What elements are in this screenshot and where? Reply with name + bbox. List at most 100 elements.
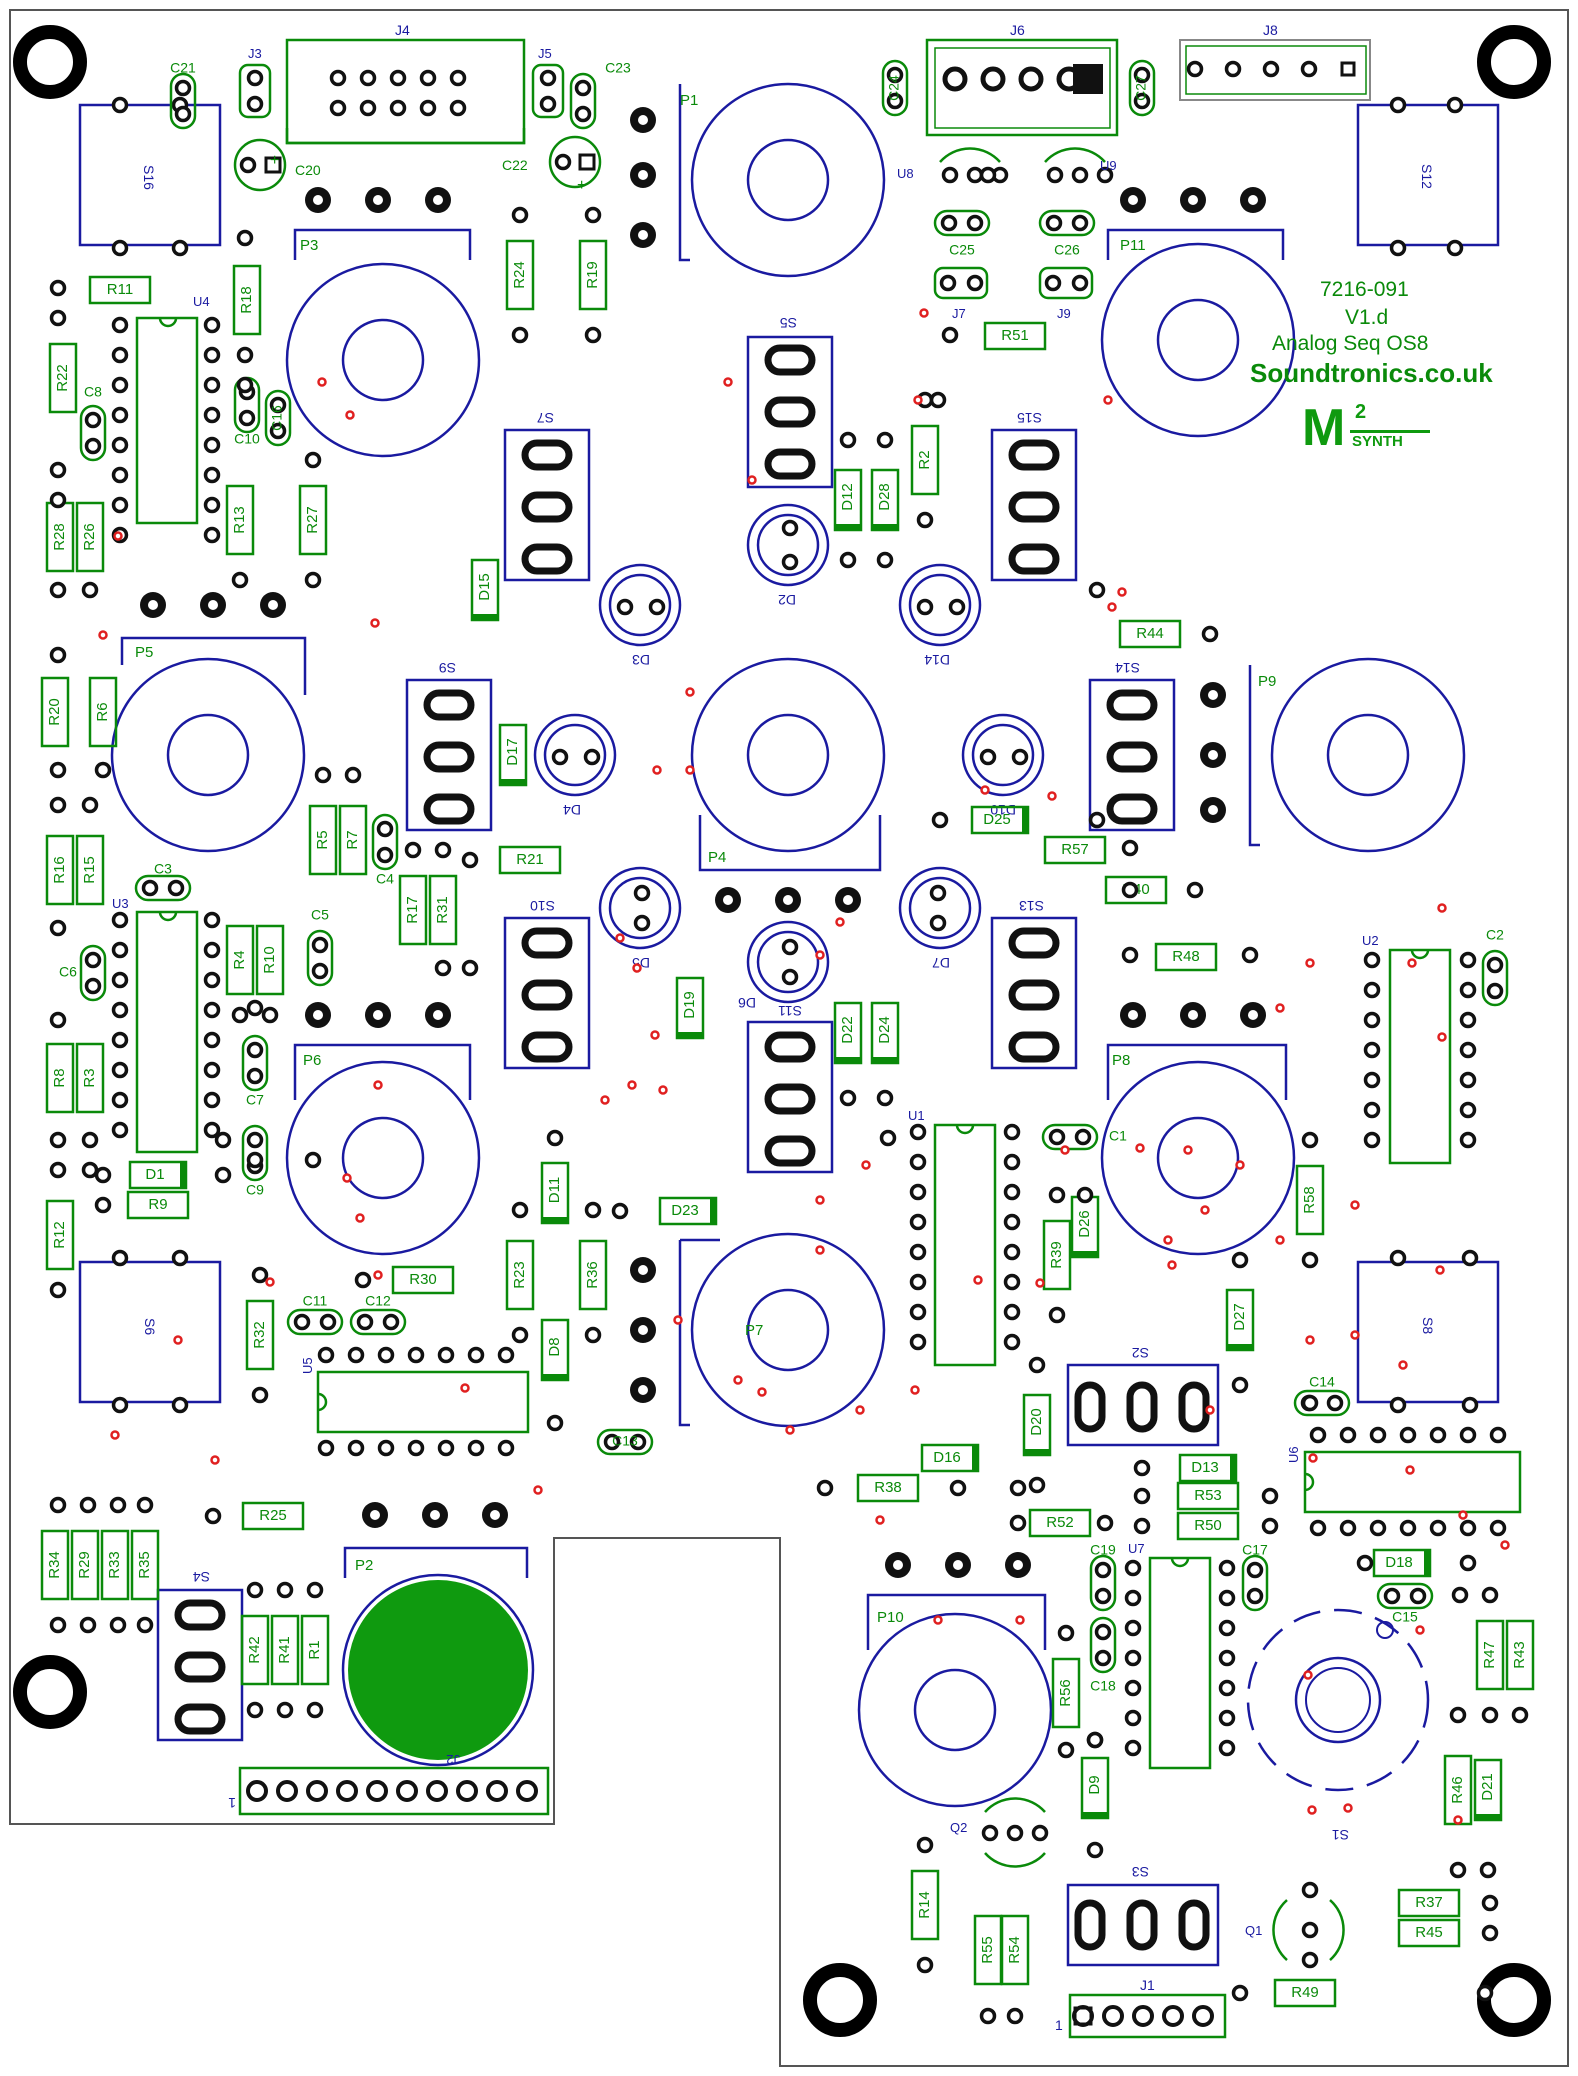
- capacitor-c2: C2: [1481, 927, 1509, 1007]
- svg-text:J6: J6: [1010, 22, 1025, 38]
- label-d13: D13: [1191, 1459, 1219, 1476]
- ic-u3: U3: [112, 896, 199, 1154]
- label-r21: R21: [516, 851, 544, 868]
- svg-text:U1: U1: [908, 1108, 925, 1123]
- diode-d9: D9: [1080, 1756, 1110, 1820]
- label-r15: R15: [81, 856, 98, 884]
- label-c9: C9: [246, 1182, 264, 1198]
- u9: U9: [1044, 147, 1117, 173]
- resistor-r1: R1: [300, 1614, 330, 1686]
- label-r35: R35: [136, 1551, 153, 1579]
- transistors: U8 U9 Q2 Q1: [897, 147, 1345, 1961]
- label-r45: R45: [1415, 1924, 1443, 1941]
- switch-s14: S14: [1088, 660, 1176, 832]
- capacitor-c19: C19: [1089, 1542, 1117, 1612]
- diode-d21: D21: [1473, 1758, 1503, 1822]
- pot-p6: P6: [285, 1043, 481, 1256]
- pot-p3: P3: [285, 228, 481, 458]
- label-c6: C6: [59, 964, 77, 980]
- capacitor-c11: C11: [286, 1293, 344, 1336]
- svg-text:P2: P2: [355, 1557, 373, 1574]
- label-d23: D23: [671, 1202, 699, 1219]
- capacitor-c17: C17: [1241, 1542, 1269, 1612]
- label-d26: D26: [1076, 1210, 1093, 1238]
- led-d4: D4: [533, 713, 617, 818]
- label-r51: R51: [1001, 327, 1029, 344]
- label-r4: R4: [231, 950, 248, 969]
- capacitor-c24: C24: [881, 59, 909, 117]
- resistor-r4: R4: [225, 924, 255, 996]
- diode-d19: D19: [675, 976, 705, 1040]
- switch-s8: S8: [1356, 1249, 1500, 1414]
- resistor-r55: R55: [973, 1914, 1003, 1986]
- leds: D2 D3 D14 D4 D10 D5 D7 D6: [533, 503, 1045, 1011]
- label-r50: R50: [1194, 1517, 1222, 1534]
- resistor-r46: R46: [1443, 1754, 1473, 1826]
- label-r38: R38: [874, 1479, 902, 1496]
- ic-u7: U7: [1128, 1541, 1212, 1770]
- resistor-r7: R7: [338, 804, 368, 876]
- pot-p11: P11: [1100, 228, 1296, 438]
- svg-text:U2: U2: [1362, 933, 1379, 948]
- svg-text:S16: S16: [141, 165, 157, 190]
- label-r14: R14: [916, 1891, 933, 1919]
- label-d8: D8: [546, 1337, 563, 1356]
- label-r36: R36: [584, 1261, 601, 1289]
- capacitor-c7: C7: [241, 1034, 269, 1108]
- label-c11: C11: [303, 1293, 328, 1309]
- board-outline: [9, 9, 1569, 2067]
- label-r19: R19: [584, 261, 601, 289]
- label-r18: R18: [238, 286, 255, 314]
- switch-s10: S10: [503, 898, 591, 1070]
- resistor-r18: R18: [232, 264, 262, 336]
- website: Soundtronics.co.uk: [1250, 358, 1493, 388]
- label-c18: C18: [1090, 1678, 1116, 1694]
- resistor-r57: R57: [1043, 835, 1107, 865]
- switch-s4: S4: [156, 1569, 244, 1742]
- connector-j2: 1 J2: [228, 1752, 550, 1816]
- svg-text:S14: S14: [1115, 660, 1140, 676]
- label-c27: C27: [1133, 75, 1149, 101]
- label-r37: R37: [1415, 1894, 1443, 1911]
- diode-d12: D12: [833, 468, 863, 532]
- label-c17: C17: [1242, 1542, 1268, 1558]
- resistor-r52: R52: [1028, 1508, 1092, 1538]
- label-r10: R10: [261, 946, 278, 974]
- capacitor-c6: C6: [59, 944, 107, 1002]
- version: V1.d: [1345, 306, 1388, 329]
- svg-text:D6: D6: [738, 995, 756, 1011]
- label-d9: D9: [1086, 1775, 1103, 1794]
- switch-s12: S12: [1356, 96, 1500, 257]
- capacitor-c18: C18: [1089, 1616, 1117, 1694]
- label-c3: C3: [154, 861, 172, 877]
- capacitor-c15: C15: [1376, 1582, 1434, 1625]
- label-d17: D17: [504, 738, 521, 766]
- label-r7: R7: [344, 830, 361, 849]
- resistor-r47: R47: [1475, 1619, 1505, 1691]
- pot-p10: P10: [857, 1593, 1053, 1808]
- pot-p5: P5: [110, 636, 307, 853]
- svg-text:P7: P7: [745, 1322, 763, 1339]
- label-r1: R1: [306, 1640, 323, 1659]
- svg-text:P5: P5: [135, 644, 153, 661]
- switch-s7: S7: [503, 410, 591, 582]
- label-r22: R22: [54, 364, 71, 392]
- diode-d15: D15: [470, 558, 500, 622]
- label-r39: R39: [1048, 1241, 1065, 1269]
- label-r31: R31: [434, 896, 451, 924]
- svg-text:Q2: Q2: [950, 1820, 967, 1835]
- pot-p8: P8: [1100, 1043, 1296, 1256]
- label-d20: D20: [1028, 1408, 1045, 1436]
- diode-d1: D1: [128, 1160, 188, 1190]
- board-text: 7216-091 V1.d Analog Seq OS8 Soundtronic…: [1250, 278, 1493, 388]
- label-c15: C15: [1392, 1609, 1418, 1625]
- resistor-r22: R22: [48, 342, 78, 414]
- svg-text:S4: S4: [193, 1569, 210, 1585]
- svg-text:1: 1: [1055, 2017, 1063, 2033]
- svg-text:U3: U3: [112, 896, 129, 911]
- label-r17: R17: [404, 896, 421, 924]
- connector-j6: J6: [925, 22, 1119, 137]
- resistor-r36: R36: [578, 1239, 608, 1311]
- label-c8: C8: [84, 384, 102, 400]
- resistor-r51: R51: [983, 321, 1047, 351]
